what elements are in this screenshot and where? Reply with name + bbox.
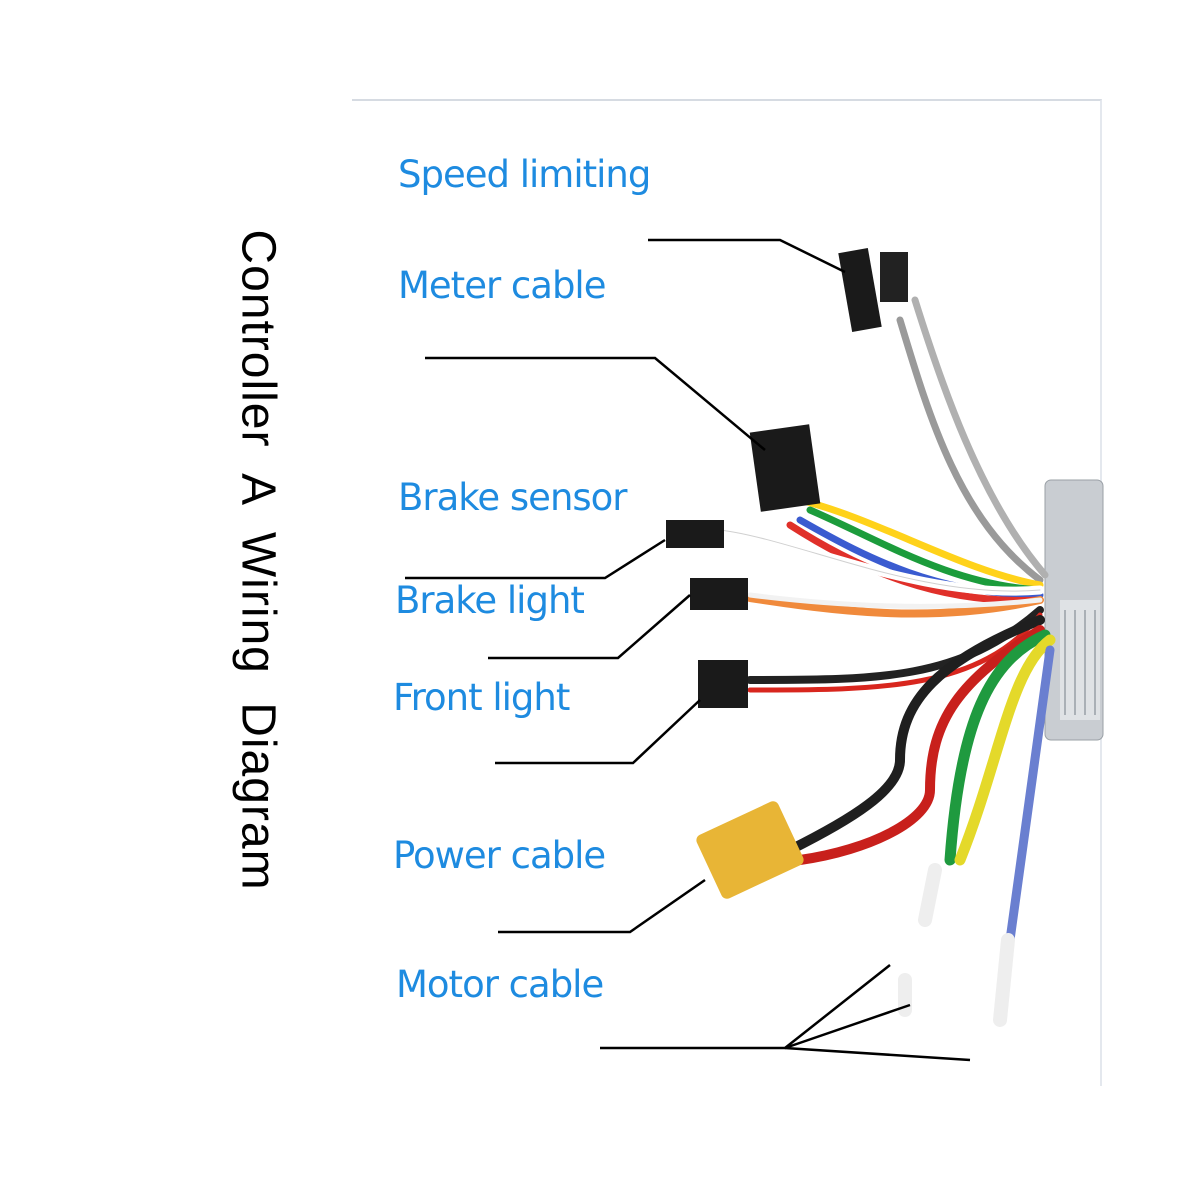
label-speed-limiting: Speed limiting — [398, 153, 651, 196]
label-brake-light: Brake light — [395, 579, 585, 622]
controller-box — [1044, 479, 1104, 741]
connectors — [666, 248, 908, 899]
label-front-light: Front light — [393, 676, 570, 719]
power-xt-connector — [696, 801, 804, 899]
front-light-connector — [698, 660, 748, 708]
label-brake-sensor: Brake sensor — [398, 476, 628, 519]
leader-lines — [405, 238, 971, 1062]
brake-light-connector — [690, 578, 748, 610]
label-motor-cable: Motor cable — [396, 963, 604, 1006]
label-meter-cable: Meter cable — [398, 264, 606, 307]
label-power-cable: Power cable — [393, 834, 606, 877]
speed-meter-connector — [838, 248, 882, 332]
wires — [715, 296, 1056, 1027]
brake-sensor-connector — [666, 520, 724, 548]
meter-connector — [749, 424, 821, 512]
